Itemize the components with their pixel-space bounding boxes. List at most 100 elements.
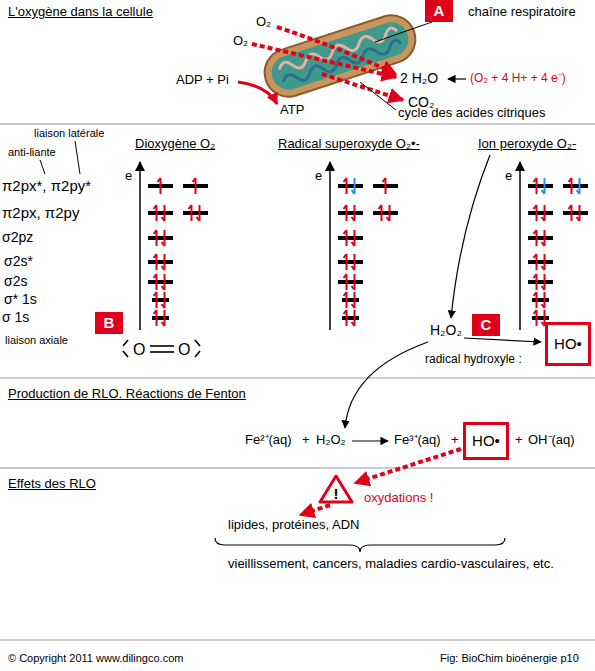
energy-level: [344, 254, 347, 270]
label: e: [315, 168, 322, 184]
energy-level: [532, 298, 549, 302]
oxidation-arrow: [300, 505, 330, 515]
node-text: HO•: [472, 432, 500, 450]
energy-level: [528, 260, 553, 264]
reaction-arrow: [345, 342, 428, 428]
label: Fig: BioChim bioénergie p10: [440, 652, 579, 665]
reaction-arrow: [464, 338, 541, 342]
energy-level: [162, 292, 165, 308]
mitochondrion: [267, 18, 413, 94]
energy-level: [569, 205, 572, 221]
separator-line: [0, 640, 595, 641]
separator-line: [0, 378, 595, 379]
mitochondrion: [278, 26, 399, 74]
reaction-arrow: [352, 440, 388, 441]
label: 2 H₂O: [400, 70, 438, 87]
energy-axis: [140, 162, 520, 330]
energy-level: [152, 316, 169, 320]
mitochondrion: [258, 9, 421, 103]
leader-line: [360, 82, 396, 110]
energy-level: [162, 254, 165, 270]
label: anti-liante: [8, 146, 56, 159]
energy-level: [387, 205, 390, 221]
label: radical hydroxyle :: [425, 352, 522, 366]
energy-level: [154, 254, 157, 270]
energy-level: [154, 274, 157, 290]
energy-level: [542, 178, 545, 194]
label: Fe²⁺(aq): [245, 432, 292, 448]
energy-level: [148, 236, 173, 240]
energy-level: [577, 178, 580, 194]
label: H₂O₂: [316, 432, 346, 448]
node-text: C: [481, 316, 492, 334]
mitochondrion: [258, 9, 421, 103]
energy-level: [352, 254, 355, 270]
oxidation-arrow: [355, 449, 461, 483]
label: ADP + Pi: [176, 72, 229, 88]
energy-level: [154, 230, 157, 246]
energy-level: [154, 292, 157, 308]
label: Effets des RLO: [8, 476, 96, 492]
energy-level: [162, 205, 165, 221]
label: +: [451, 432, 459, 448]
label: Radical superoxyde O₂•-: [278, 136, 420, 152]
label: Production de RLO. Réactions de Fenton: [8, 386, 246, 402]
reaction-arrow: [448, 78, 466, 79]
energy-level: [344, 292, 347, 308]
energy-level: [338, 211, 363, 215]
energy-level: [148, 280, 173, 284]
label: e: [505, 168, 512, 184]
energy-level: [183, 211, 208, 215]
energy-level: [528, 184, 553, 188]
label: σ* 1s: [4, 291, 37, 308]
radical-box: HO•: [545, 322, 591, 366]
energy-level: [344, 230, 347, 246]
oxygen-flow-arrow: [252, 27, 403, 100]
separator-line: [0, 124, 595, 640]
energy-level: [542, 205, 545, 221]
energy-level: [148, 260, 173, 264]
energy-level: [197, 205, 200, 221]
label: O: [133, 340, 145, 359]
energy-level: [189, 205, 192, 221]
label: liaison axiale: [5, 334, 68, 347]
reaction-arrow: [345, 155, 541, 441]
energy-level: [534, 254, 537, 270]
label: © Copyright 2011 www.dilingco.com: [8, 652, 183, 665]
energy-level: [534, 205, 537, 221]
energy-level: [162, 310, 165, 326]
label: OH⁻(aq): [528, 432, 575, 448]
energy-level: [193, 178, 196, 194]
energy-level: [577, 205, 580, 221]
energy-level: [152, 298, 169, 302]
energy-level: [532, 316, 549, 320]
energy-axis: [329, 162, 331, 330]
label: liaison latérale: [34, 127, 104, 140]
energy-level: [383, 178, 386, 194]
leader-line: [75, 141, 80, 174]
callout-letter: A: [425, 0, 453, 22]
label: cycle des acides citriques: [398, 105, 545, 121]
energy-level: [344, 205, 347, 221]
label: Ion peroxyde O₂-: [478, 136, 576, 152]
oxygen-flow-arrow: [322, 74, 403, 100]
energy-level: [338, 236, 363, 240]
label: σ 1s: [2, 309, 29, 326]
energy-level: [542, 292, 545, 308]
energy-level: [342, 298, 359, 302]
label: Fe³⁺(aq): [394, 432, 441, 448]
label: π2px*, π2py*: [2, 177, 91, 195]
energy-level: [338, 280, 363, 284]
label: π2px, π2py: [2, 204, 79, 222]
lewis-structure: [150, 345, 174, 347]
label: Dioxygène O₂: [135, 136, 215, 152]
energy-level: [148, 178, 588, 326]
label: σ2s*: [4, 253, 33, 270]
energy-level: [158, 178, 161, 194]
label: O₂: [256, 14, 271, 30]
label: σ2s: [4, 273, 27, 290]
energy-level: [162, 230, 165, 246]
energy-level: [154, 310, 157, 326]
energy-level: [162, 274, 165, 290]
energy-level: [352, 274, 355, 290]
